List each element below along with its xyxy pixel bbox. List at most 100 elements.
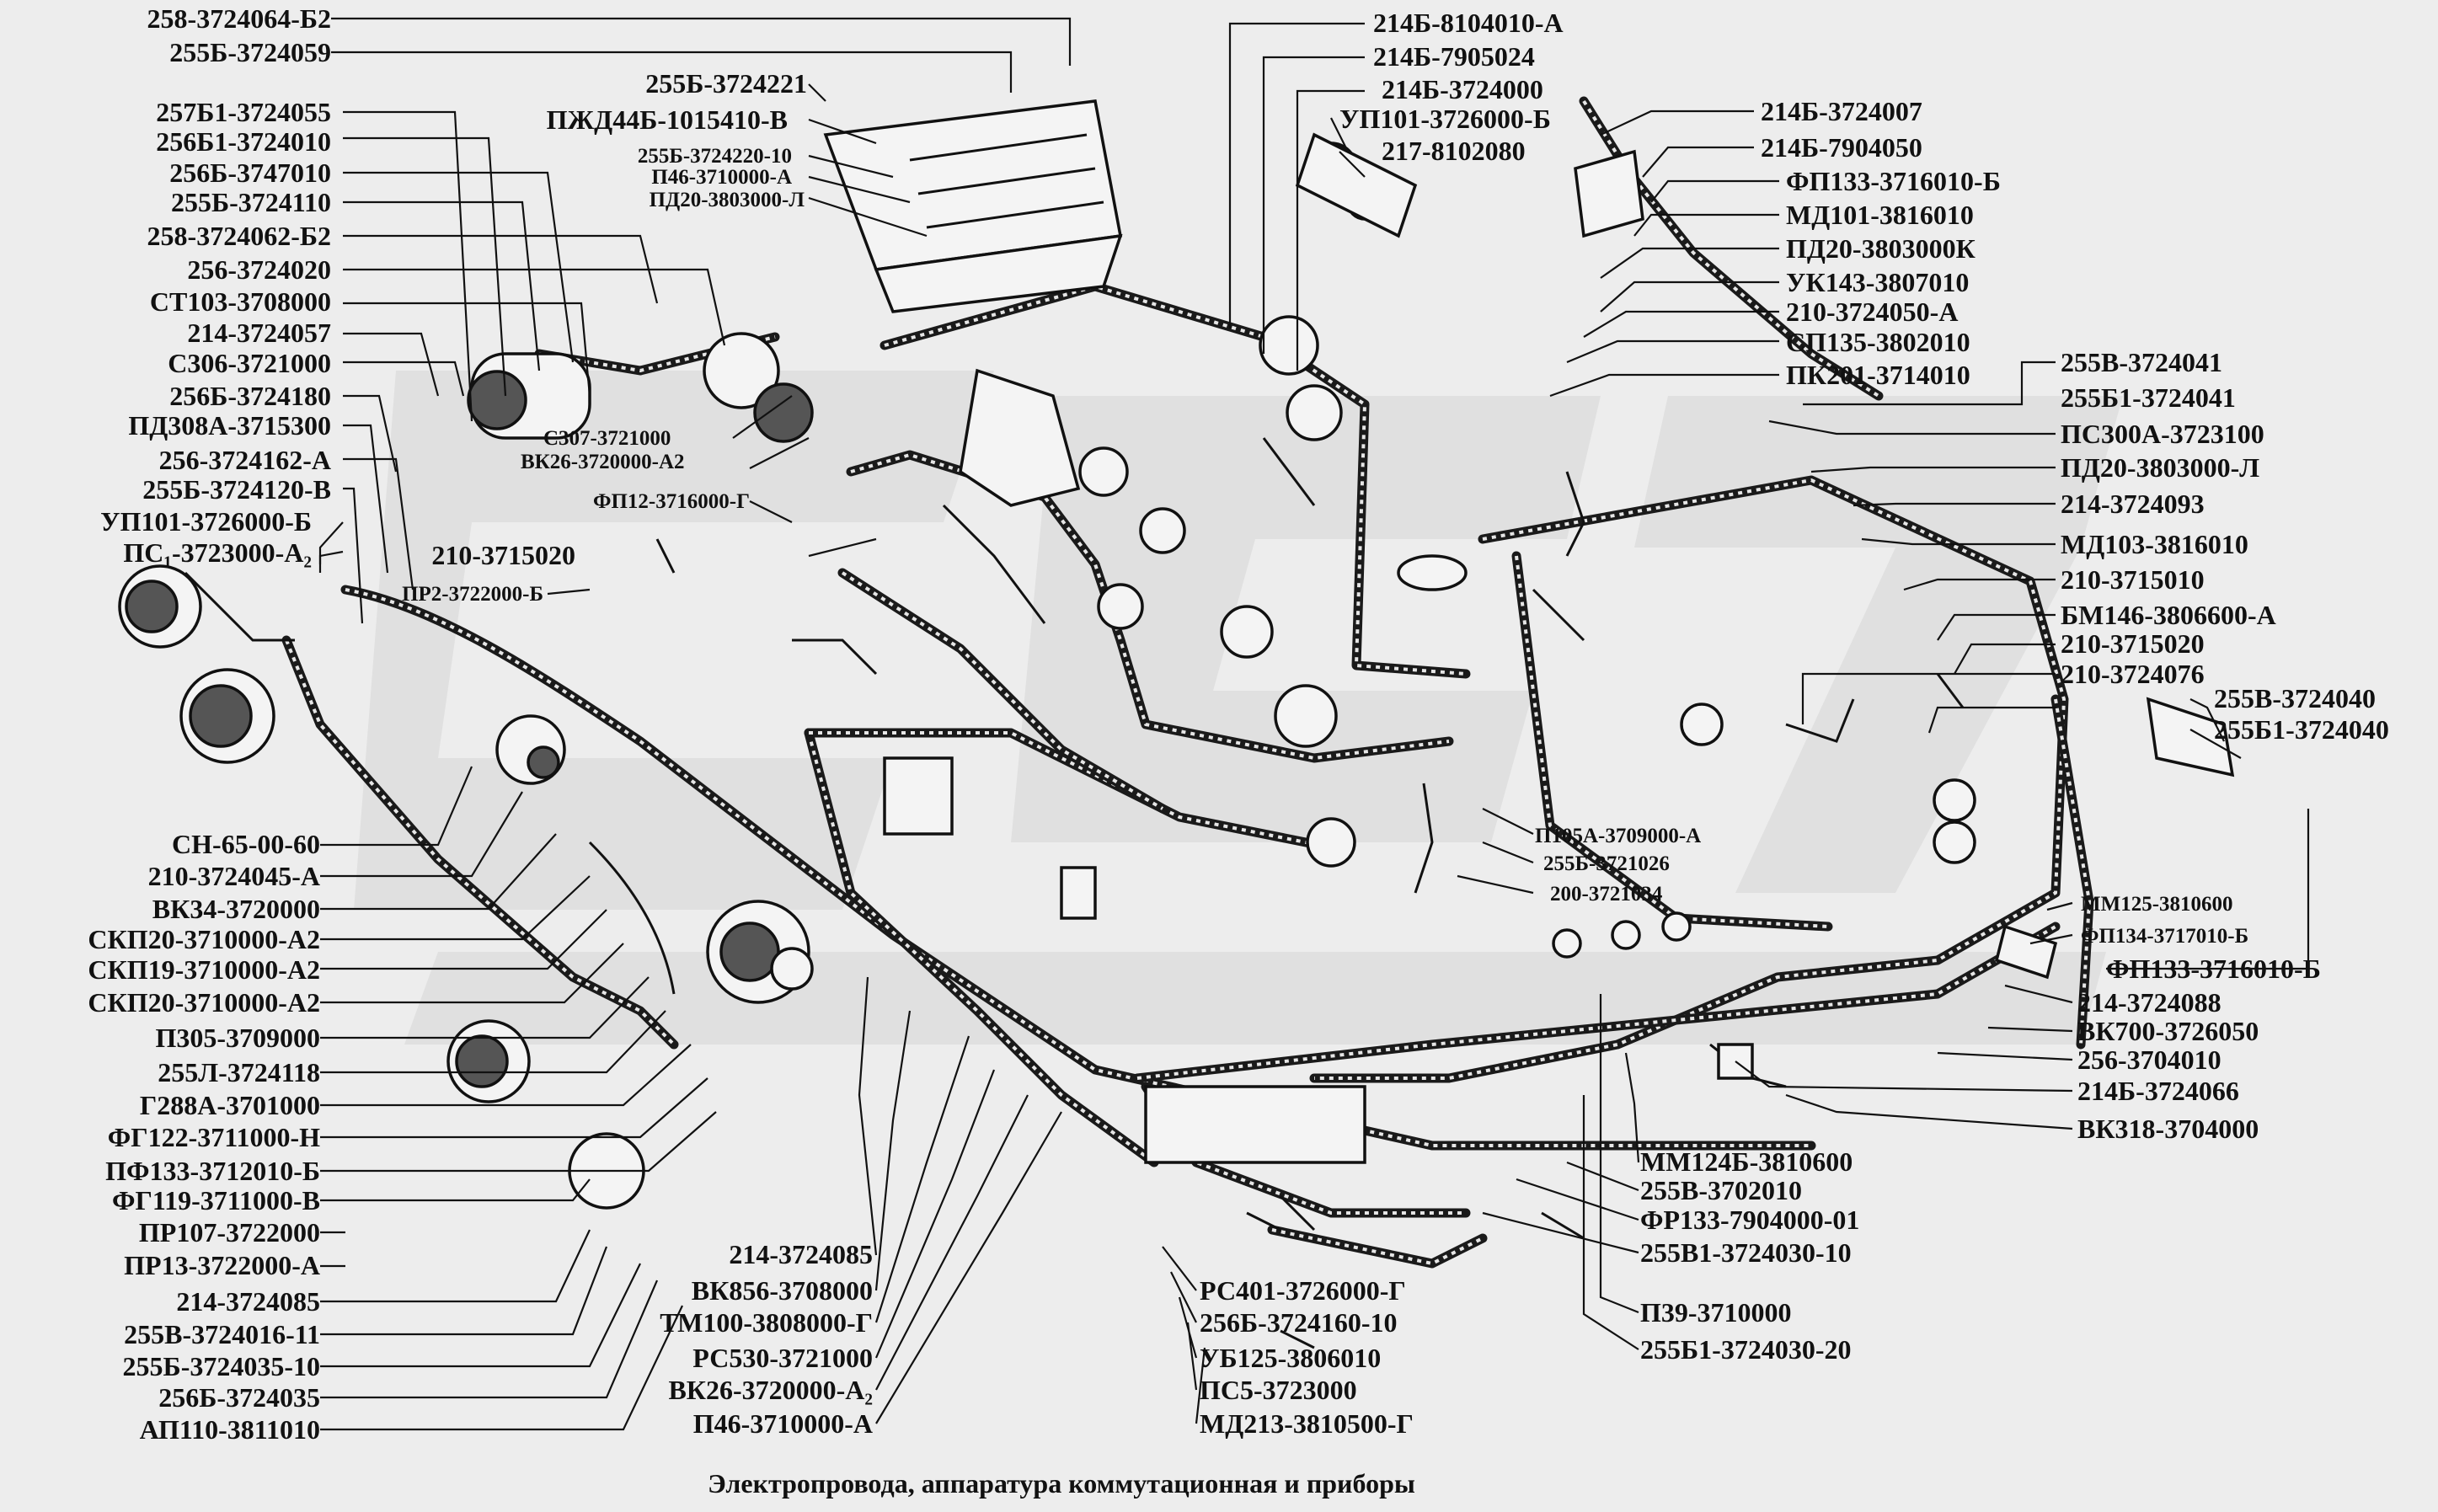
gauge-icon-4: [1220, 605, 1274, 659]
gauge-icon-3: [1097, 583, 1144, 630]
part-label: 214-3724057: [187, 318, 331, 348]
headlamp-left2-icon: [179, 668, 275, 764]
part-label: 255Б-3721026: [1543, 852, 1670, 875]
part-label: 210-3724045-А: [148, 861, 320, 891]
rear-light-right-icon: [2146, 697, 2235, 777]
part-label: 214-3724088: [2077, 987, 2221, 1018]
part-label: 214Б-7904050: [1761, 132, 1922, 163]
wire-harness: [281, 96, 2094, 1269]
part-label: ММ125-3810600: [2081, 893, 2233, 916]
part-label: 255Б1-3724041: [2061, 382, 2236, 413]
part-label: Г288А-3701000: [140, 1090, 320, 1120]
part-label: 210-3715010: [2061, 564, 2205, 595]
part-label: ПР13-3722000-А: [124, 1250, 320, 1280]
part-label: 255В-3724041: [2061, 347, 2222, 377]
part-label: УП101-3726000-Б: [1339, 104, 1551, 134]
part-label: СКП19-3710000-А2: [88, 954, 320, 985]
part-label: УК143-3807010: [1786, 267, 1969, 297]
part-label: 258-3724064-Б2: [147, 3, 331, 34]
part-label: 217-8102080: [1382, 136, 1526, 166]
switch-block-icon: [1144, 1085, 1366, 1164]
part-label: ТМ100-3808000-Г: [660, 1307, 873, 1338]
gauge-icon-2: [1139, 507, 1186, 554]
part-label: 255В-3702010: [1640, 1175, 1802, 1205]
part-label: 255Б-3724035-10: [123, 1351, 320, 1381]
part-label: ФП134-3717010-Б: [2081, 925, 2248, 948]
part-label: 255Б-3724059: [169, 37, 331, 67]
part-label: МД103-3816010: [2061, 529, 2248, 559]
part-label: 214Б-7905024: [1373, 41, 1535, 72]
part-label: ПД20-3803000К: [1786, 233, 1976, 264]
part-label: 255Б-3724110: [171, 187, 331, 217]
part-label: ПД20-3803000-Л: [2061, 452, 2259, 483]
part-label: УБ125-3806010: [1200, 1343, 1381, 1373]
part-label: 256-3724162-А: [159, 445, 331, 475]
part-label: ВК318-3704000: [2077, 1114, 2259, 1144]
gauge-icon-5: [1274, 684, 1338, 748]
part-label: ПД308А-3715300: [128, 410, 331, 441]
part-label: С307-3721000: [543, 427, 671, 450]
part-label: 210-3715020: [431, 540, 575, 570]
part-label: 256Б-3724180: [169, 381, 331, 411]
part-label: МД213-3810500-Г: [1200, 1408, 1414, 1439]
part-label: СН-65-00-60: [172, 829, 320, 859]
fuse-box-icon: [883, 756, 954, 836]
wire-end-icon: [1246, 1211, 1585, 1349]
part-label: 200-3721034: [1550, 883, 1663, 906]
instrument-panel-icon: [959, 368, 1081, 507]
part-label: 256-3724020: [187, 254, 331, 285]
part-label: П105А-3709000-А: [1535, 825, 1701, 847]
connector-icon: [1060, 866, 1097, 920]
part-label: П46-3710000-А: [651, 166, 792, 189]
part-label: 257Б1-3724055: [156, 97, 331, 127]
part-label: 210-3715020: [2061, 628, 2205, 659]
part-label: ФП133-3716010-Б: [1786, 166, 2001, 196]
part-label: СП135-3802010: [1786, 327, 1970, 357]
fan-icon: [770, 947, 814, 991]
interior-lamp-icon: [1574, 149, 1644, 238]
part-label: 214Б-8104010-А: [1373, 8, 1564, 38]
part-label: ПЖД44Б-1015410-В: [547, 104, 788, 135]
part-label: П46-3710000-А: [693, 1408, 873, 1439]
gauge-icon-1: [1078, 446, 1129, 497]
part-label: П305-3709000: [155, 1023, 320, 1053]
part-label: 214-3724093: [2061, 489, 2205, 519]
part-label: БМ146-3806600-А: [2061, 600, 2276, 630]
diagram-caption: Электропровода, аппаратура коммутационна…: [708, 1468, 1415, 1499]
part-label: РС530-3721000: [692, 1343, 873, 1373]
part-label: 214-3724085: [176, 1286, 320, 1317]
part-label: 255В-3724016-11: [124, 1319, 320, 1349]
part-label: 256Б-3724035: [158, 1382, 320, 1413]
part-label: ПФ133-3712010-Б: [105, 1156, 320, 1186]
part-label: 255Б-3724220-10: [638, 145, 792, 168]
part-label: ФГ122-3711000-Н: [108, 1122, 320, 1152]
part-label: 255В-3724040: [2214, 683, 2376, 713]
part-label: ПР107-3722000: [139, 1217, 320, 1248]
part-label: 255Б-3724120-В: [142, 474, 331, 505]
part-label: 256Б-3724160-10: [1200, 1307, 1397, 1338]
part-label: 256Б-3747010: [169, 158, 331, 188]
sensor-icon-1: [1552, 911, 1692, 959]
part-label: 214Б-3724007: [1761, 96, 1922, 126]
battery-icon: [823, 99, 1123, 313]
headlamp-left-icon: [118, 564, 202, 649]
rear-brake-switch-icon: [1994, 924, 2058, 980]
part-label: 256Б1-3724010: [156, 126, 331, 157]
part-label: ПР2-3722000-Б: [402, 583, 543, 606]
part-label: ВК856-3708000: [692, 1275, 873, 1306]
part-label: 258-3724062-Б2: [147, 221, 331, 251]
part-label: 255Б1-3724030-20: [1640, 1334, 1851, 1365]
part-label: СКП20-3710000-А2: [88, 924, 320, 954]
part-label: АП110-3811010: [140, 1414, 320, 1445]
part-label: 255Л-3724118: [158, 1057, 320, 1087]
tail-lamp-right-icon: [1933, 778, 1976, 864]
speaker-icon: [1397, 554, 1468, 591]
leader-lines: [318, 17, 2310, 1431]
part-label: УП101-3726000-Б: [100, 506, 312, 537]
part-label: СТ103-3708000: [150, 286, 331, 317]
part-label: 255Б1-3724040: [2214, 714, 2389, 745]
part-label: ВК26-3720000-А2: [521, 451, 685, 473]
part-label: 210-3724050-А: [1786, 297, 1958, 327]
part-label: ПС₁-3723000-А₂: [123, 537, 312, 568]
